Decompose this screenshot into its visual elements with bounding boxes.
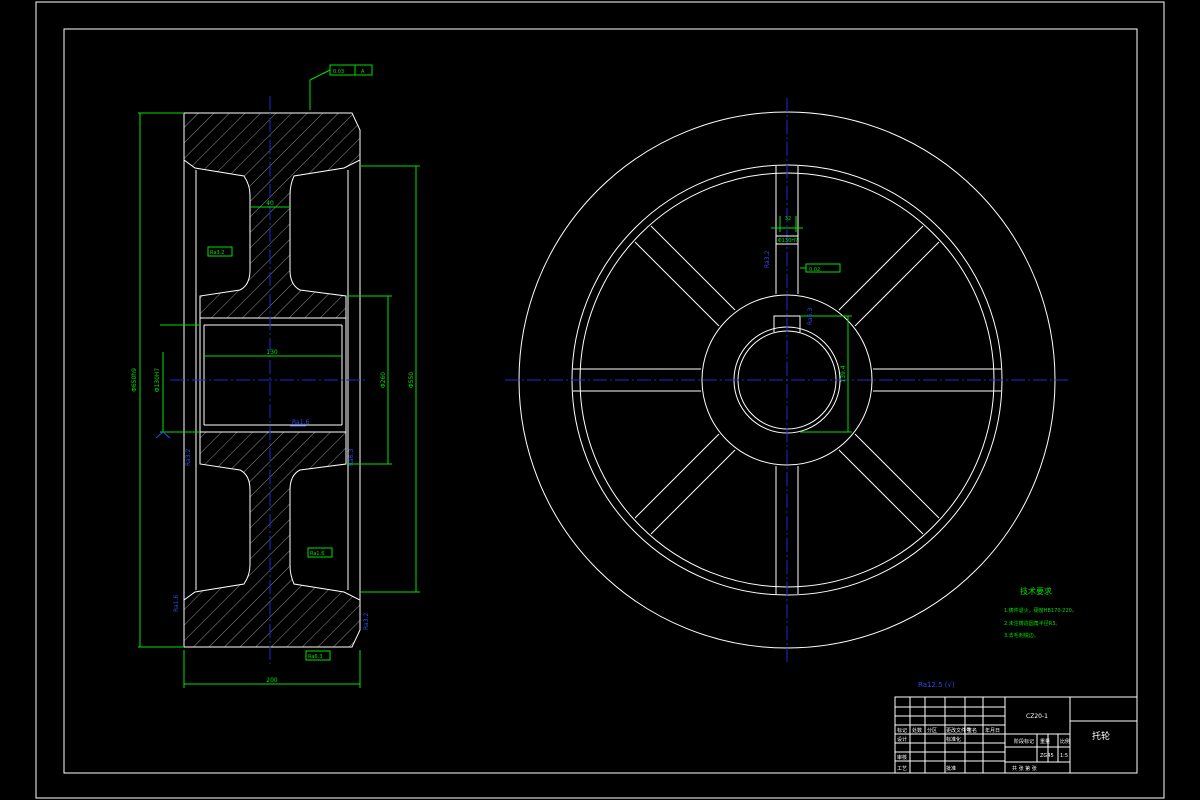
- ratio-label: 比例: [1060, 738, 1070, 745]
- row-label-zone: 分区: [927, 727, 937, 734]
- row-label-change: 更改文件号: [946, 727, 971, 734]
- keyway: [773, 315, 801, 332]
- hub-outer-dia-label: Φ260: [380, 372, 387, 388]
- row-label-mark: 标记: [897, 727, 907, 734]
- section-hatch-bottom: [183, 431, 361, 648]
- roughness-flag-2: Ra1.6: [310, 551, 324, 557]
- keyway-depth-label: 139.4: [840, 365, 847, 382]
- keyway-bottom-roughness: Ra6.3: [807, 308, 814, 325]
- process-label: 工艺: [897, 766, 907, 772]
- tech-note-1: 1.铸件退火，硬度HB170-220。: [1004, 607, 1077, 614]
- front-view: 32 Φ130H7 0.02 139.4 Ra3.2 Ra6.3: [505, 98, 1068, 662]
- technical-requirements: 技术要求 1.铸件退火，硬度HB170-220。 2.未注铸造圆角半径R3。 3…: [1004, 586, 1077, 639]
- rim-inner-dia-label: Φ550: [408, 372, 415, 388]
- row-label-date: 年月日: [985, 727, 1000, 734]
- part-code: CZ20-1: [1026, 713, 1048, 720]
- section-view: Φ650h9 Φ130H7 Φ550 Φ260 200 130 40 0.03 …: [131, 64, 420, 688]
- keyway-runout-label: 0.02: [809, 267, 820, 273]
- drawing-frame: [63, 28, 1138, 774]
- hub-outer-circle: [701, 294, 873, 466]
- row-label-sign: 签名: [967, 727, 977, 734]
- runout-value: 0.03: [333, 69, 344, 75]
- stage-label: 阶段标记: [1014, 738, 1034, 745]
- outer-dia-label: Φ650h9: [131, 368, 138, 392]
- bore-roughness: Ra1.6: [292, 419, 309, 426]
- keyway-roughness: Ra3.2: [764, 251, 771, 268]
- face-roughness-left: Ra3.2: [185, 449, 192, 466]
- designer-label: 设计: [897, 736, 907, 743]
- material: ZG45: [1040, 753, 1054, 759]
- bore-dia-label: Φ130H7: [154, 368, 161, 393]
- title-block: CZ20-1 托轮 阶段标记 重量 比例 ZG45 1:5 共 张 第 张 标记…: [894, 696, 1138, 774]
- rim-roughness-right: Ra3.2: [363, 613, 370, 630]
- spokes: [573, 166, 1001, 594]
- scale: 1:5: [1060, 753, 1068, 759]
- tech-title: 技术要求: [1020, 586, 1052, 596]
- section-dimensions: [138, 64, 420, 688]
- row-label-count: 处数: [912, 727, 922, 734]
- part-name: 托轮: [1092, 730, 1110, 742]
- general-roughness: Ra12.5 (√): [918, 681, 955, 689]
- sheet-border: [35, 1, 1165, 799]
- standard-label: 标准化: [946, 736, 961, 743]
- section-hatch-top: [183, 112, 361, 319]
- rim-roughness-left: Ra1.6: [173, 595, 180, 612]
- keyway-width-label: 32: [785, 216, 791, 222]
- hub-width-label: 130: [266, 349, 278, 356]
- approve-label: 批准: [946, 765, 956, 772]
- datum-ref: A: [361, 69, 365, 75]
- checker-label: 审核: [897, 754, 907, 761]
- overall-width-label: 200: [266, 677, 278, 684]
- sheet-count: 共 张 第 张: [1012, 765, 1037, 772]
- keyway-size-label: Φ130H7: [778, 238, 798, 244]
- roughness-flag-3: Ra6.3: [308, 654, 322, 660]
- tech-note-3: 3.去毛刺锐边。: [1004, 632, 1039, 639]
- web-thickness-label: 40: [266, 200, 274, 207]
- face-roughness-right: Ra6.3: [348, 449, 355, 466]
- tech-note-2: 2.未注铸造圆角半径R3。: [1004, 620, 1060, 627]
- roughness-flag-1: Ra3.2: [210, 250, 224, 256]
- weight-label: 重量: [1040, 738, 1050, 745]
